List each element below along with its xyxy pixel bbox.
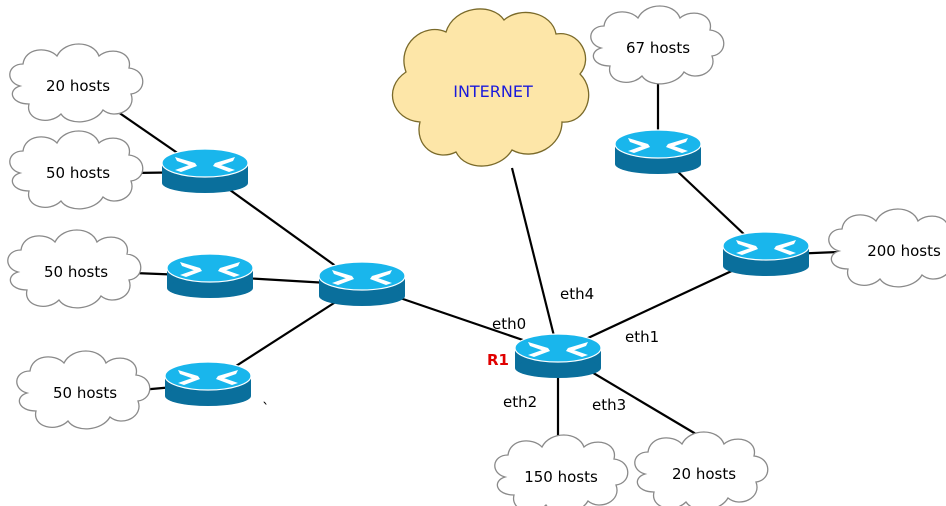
cloud-left-bottom: 50 hosts <box>16 350 151 430</box>
router-icon-left-b <box>166 253 254 299</box>
hosts-label: 200 hosts <box>867 242 941 260</box>
hosts-label: 20 hosts <box>46 77 110 95</box>
iface-eth3-label: eth3 <box>592 396 626 414</box>
iface-eth0-label: eth0 <box>492 315 526 333</box>
stray-mark: ` <box>262 400 270 418</box>
iface-eth1-label: eth1 <box>625 328 659 346</box>
router-icon-r1 <box>514 333 602 379</box>
cloud-right-middle: 200 hosts <box>828 208 946 288</box>
cloud-left-third: 50 hosts <box>7 229 142 309</box>
hosts-label: 67 hosts <box>626 39 690 57</box>
router-icon-left-a <box>161 148 249 194</box>
hosts-label: 50 hosts <box>46 164 110 182</box>
cloud-left-second: 50 hosts <box>9 130 144 210</box>
router-icon-right <box>722 231 810 277</box>
iface-eth2-label: eth2 <box>503 393 537 411</box>
internet-label: INTERNET <box>453 82 533 101</box>
hosts-label: 50 hosts <box>44 263 108 281</box>
cloud-right-top: 67 hosts <box>590 5 725 85</box>
cloud-left-top: 20 hosts <box>9 43 144 123</box>
router-icon-hub <box>318 261 406 307</box>
router-icon-top-right <box>614 129 702 175</box>
link-r1-internet <box>510 167 560 353</box>
hosts-label: 150 hosts <box>524 468 598 486</box>
hosts-label: 50 hosts <box>53 384 117 402</box>
cloud-bottom-right: 20 hosts <box>634 431 769 506</box>
internet-cloud-shape <box>391 8 590 167</box>
cloud-bottom-middle: 150 hosts <box>494 434 629 506</box>
hosts-label: 20 hosts <box>672 465 736 483</box>
internet-cloud: INTERNET <box>391 8 590 167</box>
router-r1-label: R1 <box>487 351 509 369</box>
iface-eth4-label: eth4 <box>560 285 594 303</box>
router-icon-left-c <box>164 361 252 407</box>
